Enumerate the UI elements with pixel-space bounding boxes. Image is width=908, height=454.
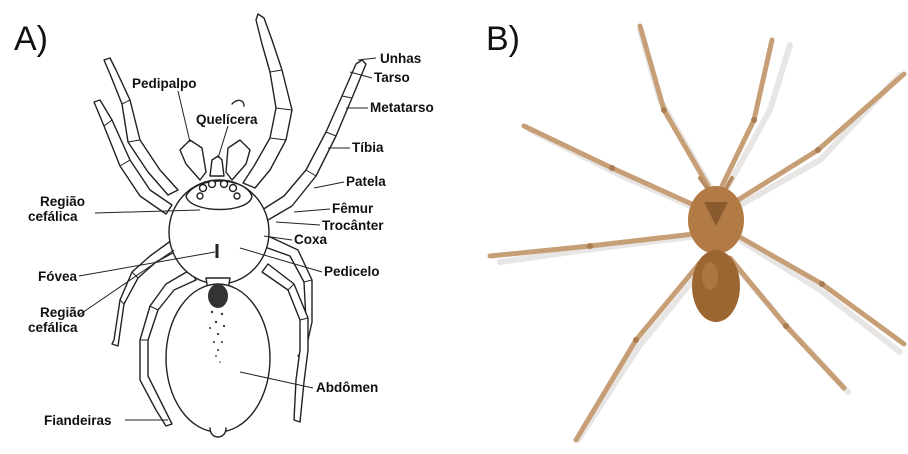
label-patela: Patela	[346, 174, 386, 189]
diagram-abdomen	[166, 278, 270, 437]
label-metatarso: Metatarso	[370, 100, 434, 115]
label-fiandeiras: Fiandeiras	[44, 413, 112, 428]
label-abdomen: Abdômen	[316, 380, 378, 395]
label-fovea: Fóvea	[38, 269, 78, 284]
spider-photo	[490, 26, 904, 440]
label-femur: Fêmur	[332, 201, 374, 216]
label-pedipalpo: Pedipalpo	[132, 76, 197, 91]
label-pedicelo: Pedicelo	[324, 264, 380, 279]
label-regiao-cefalica-2a: Região	[40, 305, 85, 320]
label-quelicera: Quelícera	[196, 112, 258, 127]
photo-abdomen	[692, 250, 740, 322]
photo-abdomen-highlight	[702, 262, 718, 290]
diagram-cephalothorax	[169, 180, 269, 284]
label-regiao-cefalica-2b: cefálica	[28, 320, 78, 335]
label-tarso: Tarso	[374, 70, 410, 85]
label-regiao-cefalica-1b: cefálica	[28, 209, 78, 224]
label-trocanter: Trocânter	[322, 218, 384, 233]
label-tibia: Tíbia	[352, 140, 384, 155]
label-regiao-cefalica-1a: Região	[40, 194, 85, 209]
label-coxa: Coxa	[294, 232, 328, 247]
label-unhas: Unhas	[380, 51, 421, 66]
spider-diagram: Pedipalpo Quelícera Região cefálica Fóve…	[28, 14, 434, 437]
